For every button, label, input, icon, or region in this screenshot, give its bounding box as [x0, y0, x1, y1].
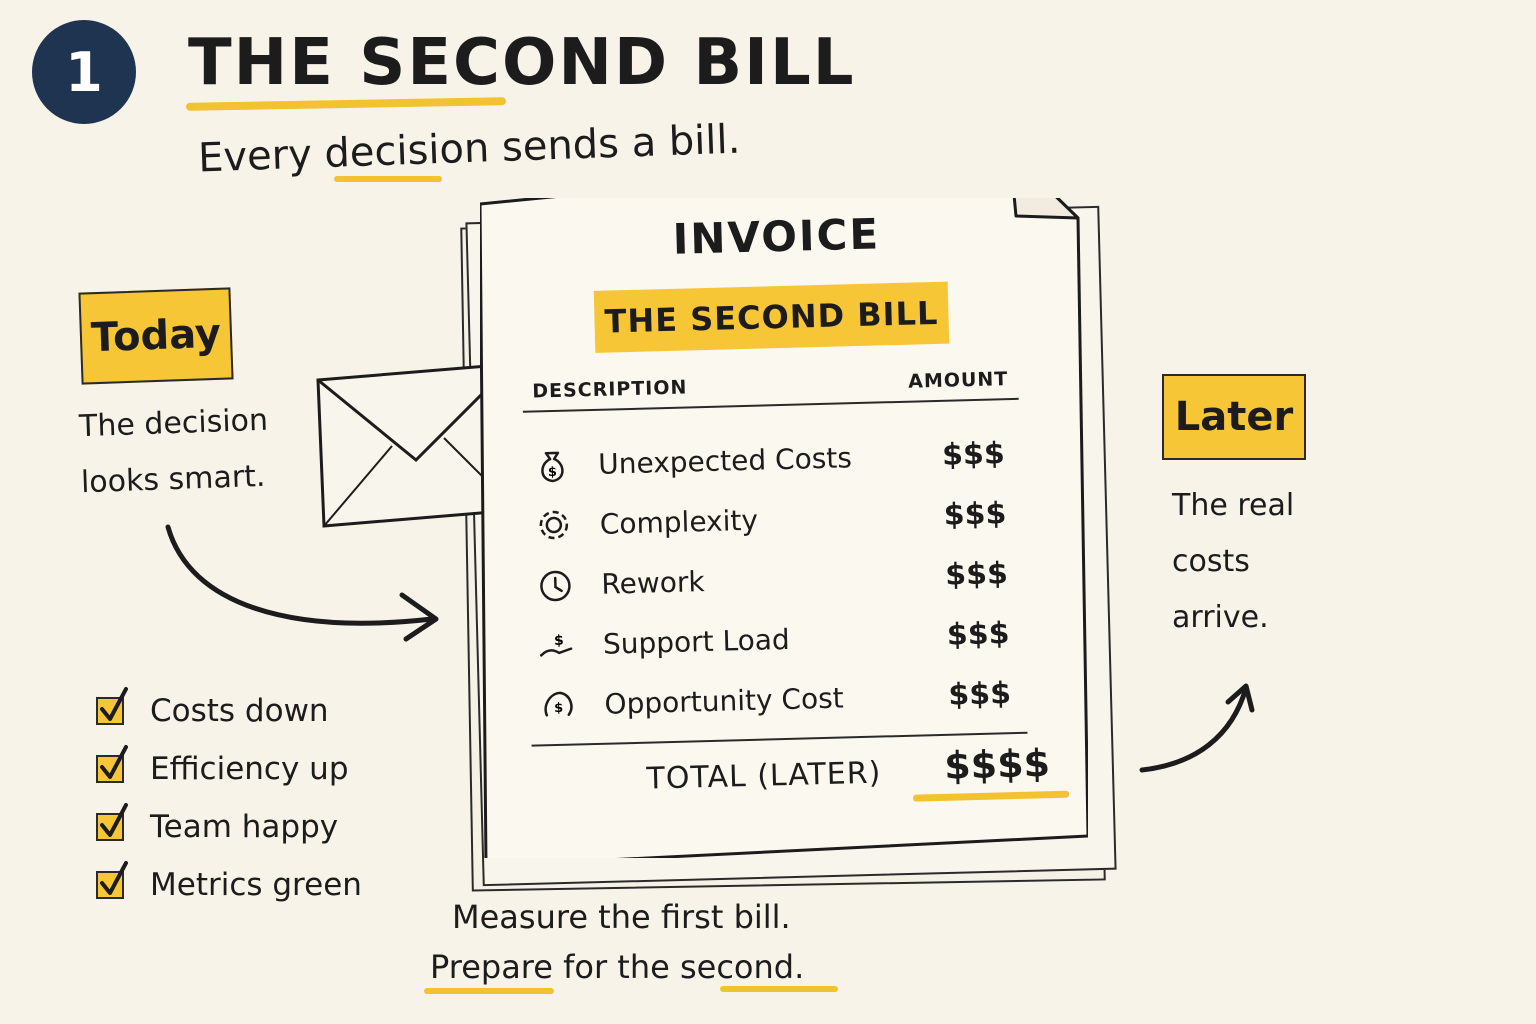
svg-text:$: $: [554, 633, 564, 649]
row-label: Complexity: [599, 503, 759, 541]
opportunity-icon: $: [544, 691, 573, 717]
today-note-line-1: The decision: [78, 402, 269, 445]
step-number-badge: 1: [32, 20, 136, 124]
svg-text:$: $: [554, 701, 563, 716]
later-tag: Later: [1162, 374, 1306, 460]
total-underline: [913, 790, 1070, 802]
checklist-label: Costs down: [150, 693, 329, 729]
today-note: The decision looks smart.: [78, 393, 271, 512]
checkbox-checked-icon: [96, 745, 128, 783]
row-label: Support Load: [602, 622, 791, 661]
footer-line-1: Measure the first bill.: [452, 898, 791, 936]
row-label: Unexpected Costs: [597, 440, 853, 481]
row-label: Rework: [600, 564, 705, 601]
later-note: The real costs arrive.: [1172, 478, 1294, 646]
row-amount: $$$: [947, 675, 1012, 713]
checklist-item: Efficiency up: [96, 740, 362, 798]
page-title: THE SECOND BILL: [188, 26, 856, 100]
later-note-line-1: The real: [1172, 488, 1295, 523]
row-amount: $$$: [944, 555, 1009, 593]
footer-line-2: Prepare for the second.: [430, 948, 805, 986]
footer-underline-2: [720, 986, 838, 992]
footer-note: Measure the first bill. Prepare for the …: [430, 892, 804, 992]
row-amount: $$$: [943, 495, 1007, 533]
checkbox-checked-icon: [96, 803, 128, 841]
row-amount: $$$: [946, 615, 1010, 653]
row-label: Opportunity Cost: [604, 681, 845, 721]
support-hand-icon: $: [540, 633, 573, 657]
gear-icon: [539, 510, 569, 540]
total-amount: $$$$: [943, 741, 1051, 788]
svg-text:$: $: [548, 465, 557, 480]
invoice-row: Rework $$$: [535, 548, 1016, 611]
invoice-row: $ Unexpected Costs $$$: [532, 428, 1013, 491]
column-header-amount: AMOUNT: [907, 368, 1009, 393]
invoice-row: Complexity $$$: [533, 488, 1014, 551]
curved-arrow-icon: [165, 524, 439, 642]
footer-underline-1: [424, 988, 554, 994]
checklist-label: Efficiency up: [150, 751, 349, 787]
clock-icon: [540, 570, 571, 602]
checklist: Costs down Efficiency up Team happy Metr…: [96, 682, 362, 914]
money-bag-icon: $: [541, 451, 564, 483]
invoice-row: $ Support Load $$$: [536, 608, 1017, 671]
checklist-item: Costs down: [96, 682, 362, 740]
row-amount: $$$: [941, 435, 1006, 473]
subtitle-underline: [334, 176, 442, 182]
invoice-row: $ Opportunity Cost $$$: [538, 668, 1019, 731]
invoice-band: THE SECOND BILL: [593, 281, 950, 353]
later-note-line-3: arrive.: [1172, 600, 1269, 635]
total-label: TOTAL (LATER): [646, 755, 882, 797]
today-tag: Today: [78, 287, 234, 385]
today-note-line-2: looks smart.: [80, 458, 266, 501]
invoice-sheet: [480, 198, 1088, 858]
checkbox-checked-icon: [96, 687, 128, 725]
invoice: INVOICE THE SECOND BILL DESCRIPTION AMOU…: [471, 190, 1096, 866]
page-subtitle: Every decision sends a bill.: [197, 116, 742, 182]
checklist-item: Metrics green: [96, 856, 362, 914]
invoice-title: INVOICE: [672, 209, 881, 264]
checklist-item: Team happy: [96, 798, 362, 856]
column-header-description: DESCRIPTION: [532, 376, 688, 403]
up-arrow-icon: [1139, 683, 1255, 773]
later-note-line-2: costs: [1172, 544, 1250, 579]
checkbox-checked-icon: [96, 861, 128, 899]
checklist-label: Team happy: [150, 809, 339, 845]
checklist-label: Metrics green: [150, 867, 362, 903]
